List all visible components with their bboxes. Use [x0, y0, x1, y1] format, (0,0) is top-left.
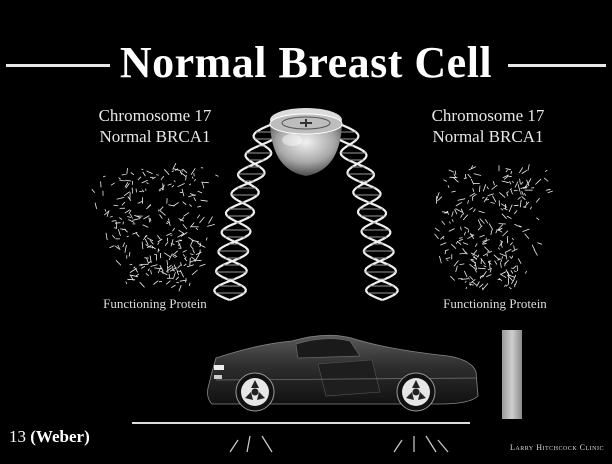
slide-number-value: 13	[9, 427, 26, 446]
left-protein-label: Functioning Protein	[60, 296, 250, 312]
sports-car-icon	[208, 335, 479, 411]
slide-author: (Weber)	[30, 427, 89, 446]
slide-number: 13 (Weber)	[9, 427, 90, 447]
right-protein-label: Functioning Protein	[400, 296, 590, 312]
slide-credit: Larry Hitchcock Clinic	[510, 443, 604, 452]
wall-barrier	[502, 330, 522, 419]
road-marks	[230, 436, 448, 452]
cell-dome-icon	[270, 108, 342, 176]
protein-tangle-right	[435, 164, 553, 290]
protein-tangle-left	[92, 163, 219, 291]
